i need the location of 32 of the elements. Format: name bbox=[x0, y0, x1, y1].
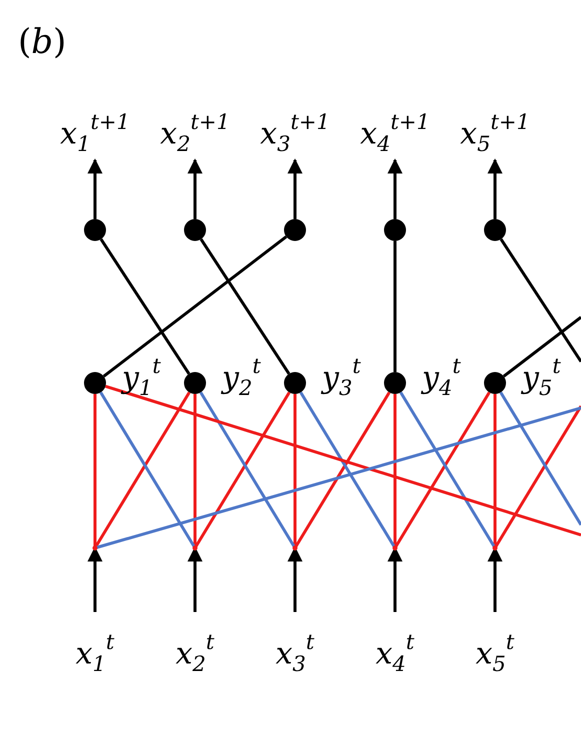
node-dot bbox=[484, 372, 506, 394]
connector-line bbox=[494, 405, 581, 549]
junction-point bbox=[92, 546, 98, 550]
junction-point bbox=[192, 546, 198, 550]
connector-line bbox=[200, 238, 290, 375]
arrow bbox=[388, 158, 402, 219]
node-dot bbox=[184, 372, 206, 394]
panel-label: (b) bbox=[18, 22, 66, 62]
node-dot bbox=[184, 219, 206, 241]
node-dot bbox=[84, 372, 106, 394]
connector-line bbox=[500, 238, 581, 362]
junction-point bbox=[492, 546, 498, 550]
arrow bbox=[188, 158, 202, 219]
node-dot bbox=[384, 219, 406, 241]
connector-line bbox=[105, 384, 581, 536]
arrow bbox=[88, 158, 102, 219]
junction-point bbox=[292, 546, 298, 550]
node-dot bbox=[484, 219, 506, 241]
connector-line bbox=[94, 394, 96, 548]
connector-line bbox=[100, 238, 190, 375]
node-dot bbox=[84, 219, 106, 241]
arrow bbox=[288, 158, 302, 219]
connector-line bbox=[502, 316, 581, 378]
connector-line bbox=[94, 406, 581, 550]
arrow bbox=[488, 158, 502, 219]
node-dot bbox=[384, 372, 406, 394]
connector-line bbox=[499, 392, 581, 526]
node-dot bbox=[284, 372, 306, 394]
connector-line bbox=[102, 236, 288, 378]
node-dot bbox=[284, 219, 306, 241]
junction-point bbox=[392, 546, 398, 550]
connector-line bbox=[394, 241, 396, 372]
